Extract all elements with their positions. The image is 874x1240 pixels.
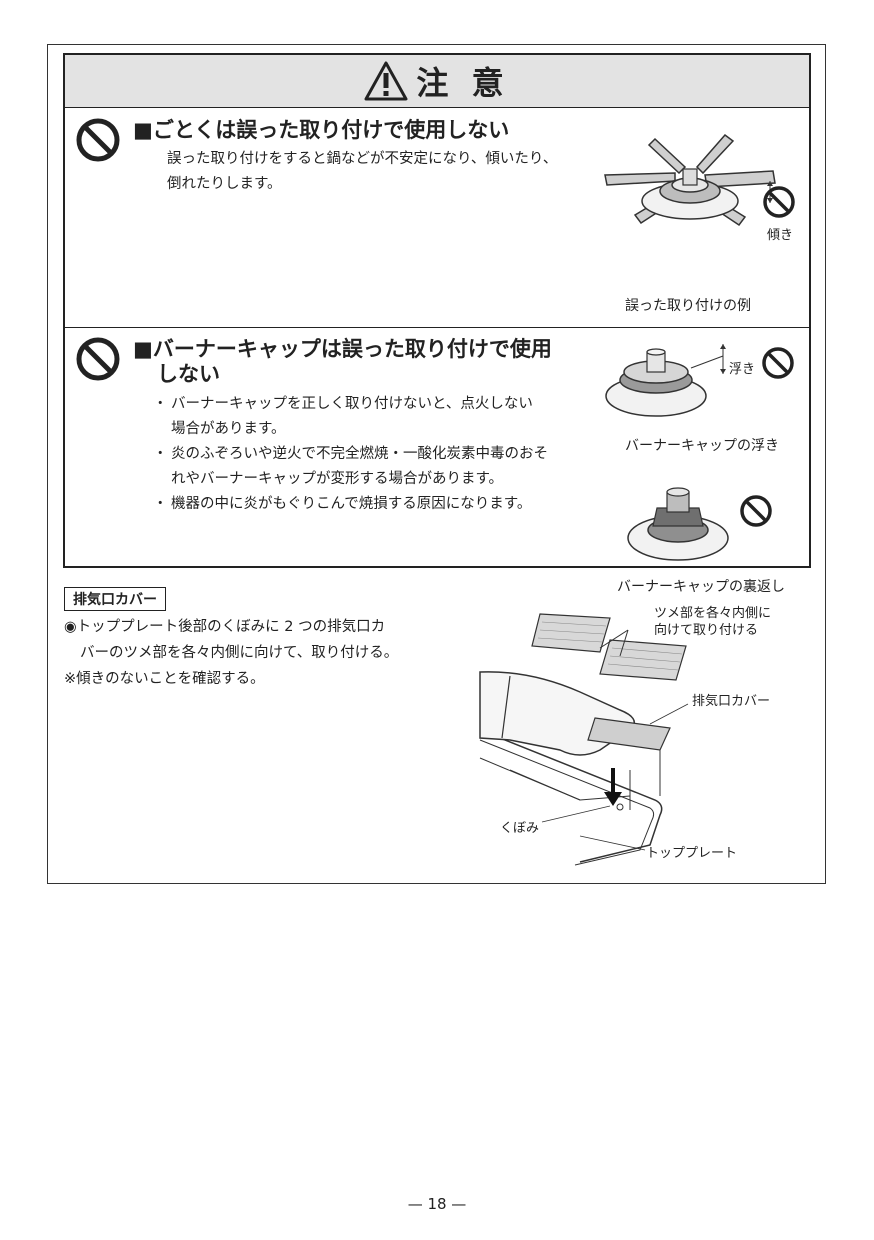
float-label: 浮き [729,362,756,377]
prohibition-icon [740,495,772,527]
bullet-text: 場合があります。 [171,421,286,437]
prohibition-icon [762,347,794,379]
caution-header: 注 意 [65,55,809,108]
exhaust-line-2: バーのツメ部を各々内側に向けて、取り付ける。 [80,645,399,661]
tilt-label: 傾き [767,228,794,243]
section1-line-1: 誤った取り付けをすると鍋などが不安定になり、傾いたり、 [167,151,558,167]
exhaust-line-1: ◉トッププレート後部のくぼみに 2 つの排気口カ [64,619,386,635]
section-burner-cap: ■バーナーキャップは誤った取り付けで使用 しない バーナーキャップを正しく取り付… [65,328,809,595]
exhaust-cover-illustration [479,613,689,866]
tabs-label-line1: ツメ部を各々内側に [654,606,772,621]
section2-heading-line2: しない [157,362,220,386]
top-plate-label: トッププレート [646,846,738,861]
bullet-item: バーナーキャップを正しく取り付けないと、点火しない 場合があります。 [153,392,548,442]
prohibition-icon [76,337,120,381]
exhaust-line-3: ※傾きのないことを確認する。 [64,671,265,687]
recess-label: くぼみ [500,821,540,836]
bullet-item: 炎のふぞろいや逆火で不完全燃焼・一酸化炭素中毒のおそ れやバーナーキャップが変形… [153,442,548,492]
section2-heading-line1: ■バーナーキャップは誤った取り付けで使用 [133,337,552,361]
bullet-text: れやバーナーキャップが変形する場合があります。 [171,471,504,487]
trivet-illustration [604,133,776,227]
section1-figure-caption: 誤った取り付けの例 [625,298,751,314]
section1-heading: ■ごとくは誤った取り付けで使用しない [133,118,510,142]
bullet-text: バーナーキャップを正しく取り付けないと、点火しない [171,396,533,412]
flipped-cap-illustration [627,487,729,561]
bullet-text: 機器の中に炎がもぐりこんで焼損する原因になります。 [171,496,532,512]
bullet-item: 機器の中に炎がもぐりこんで焼損する原因になります。 [153,492,548,517]
cover-label: 排気口カバー [692,694,771,709]
floating-cap-illustration [605,344,726,417]
section1-line-2: 倒れたりします。 [167,176,282,192]
page-number: — 18 — [407,1195,467,1213]
exhaust-section-tag: 排気口カバー [64,587,166,611]
caution-box: 注 意 ■ごとくは誤った取り付けで使用しない 誤った取り付けをすると鍋などが不安… [63,53,811,595]
prohibition-icon [76,118,120,162]
warning-triangle-icon [364,61,408,101]
page-frame [47,44,826,884]
section2-bullet-list: バーナーキャップを正しく取り付けないと、点火しない 場合があります。 炎のふぞろ… [153,392,548,517]
section-trivet: ■ごとくは誤った取り付けで使用しない 誤った取り付けをすると鍋などが不安定になり… [65,109,809,328]
prohibition-icon [763,186,795,218]
section2-figure2-caption: バーナーキャップの裏返し [617,579,785,595]
bullet-text: 炎のふぞろいや逆火で不完全燃焼・一酸化炭素中毒のおそ [171,446,548,462]
exhaust-instructions: ◉トッププレート後部のくぼみに 2 つの排気口カ バーのツメ部を各々内側に向けて… [64,614,398,692]
caution-title: 注 意 [416,64,510,102]
section2-figure1-caption: バーナーキャップの浮き [625,438,779,454]
tabs-label-line2: 向けて取り付ける [654,623,759,638]
